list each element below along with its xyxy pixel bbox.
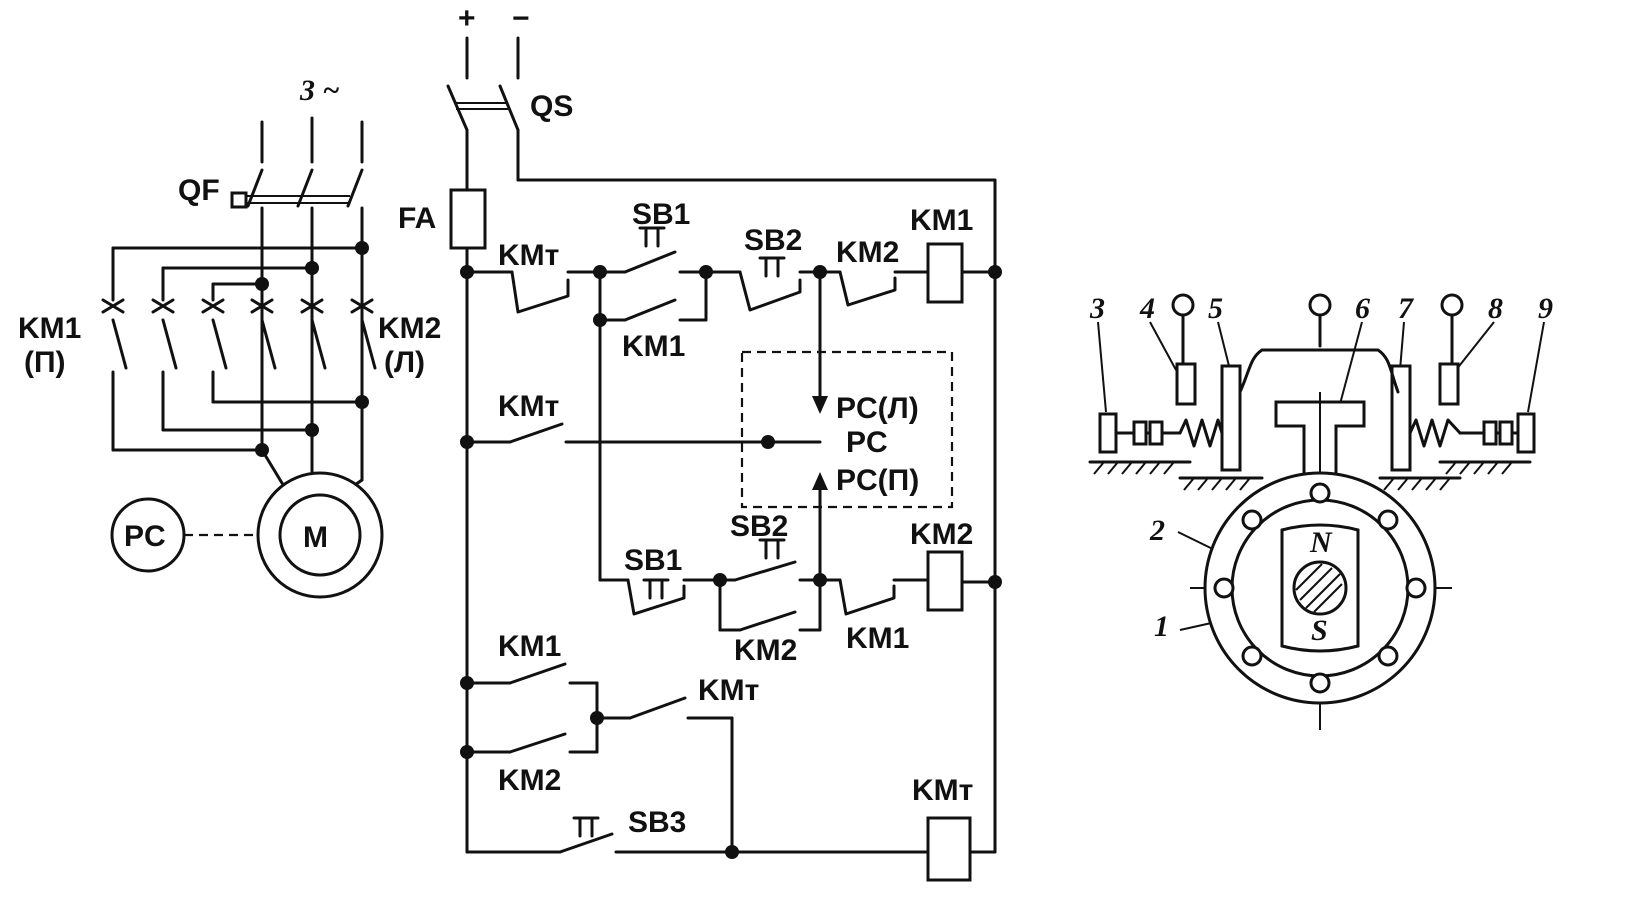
- contactor-km2-contacts: [250, 298, 377, 370]
- km2-nc-contact: KM2: [836, 236, 899, 307]
- sb3-button: SB3: [558, 806, 686, 854]
- part-label-6: 6: [1355, 292, 1370, 325]
- sb1-top-label: SB1: [632, 198, 690, 231]
- speed-relay: PC: [110, 497, 186, 573]
- pc-p-label: PC(П): [836, 464, 919, 497]
- pole-n-label: N: [1309, 526, 1333, 559]
- sb1-bottom-button: SB1: [624, 544, 686, 616]
- fuse-fa: FA: [398, 188, 487, 250]
- pc-label: PC: [846, 426, 888, 459]
- kmt-nc-contact: KMт: [498, 239, 570, 314]
- kmt-label-3: KMт: [698, 674, 759, 707]
- plus-label: +: [458, 2, 476, 35]
- motor-label: M: [303, 521, 328, 554]
- coil-kmt: KMт: [912, 774, 973, 882]
- part-label-7: 7: [1398, 292, 1414, 325]
- kmt-label-1: KMт: [498, 239, 559, 272]
- part-label-2: 2: [1149, 514, 1165, 547]
- pc-relay-box: [740, 350, 954, 509]
- km2-low-label: KM2: [498, 764, 561, 797]
- part-label-4: 4: [1139, 292, 1155, 325]
- km1-bottom-label: KM1: [846, 622, 909, 655]
- power-circuit: 3 ~ QF: [18, 74, 441, 599]
- part-label-8: 8: [1488, 292, 1503, 325]
- km2-hold-label: KM2: [734, 634, 797, 667]
- coil-km2: KM2: [910, 518, 973, 612]
- pole-s-label: S: [1311, 614, 1328, 647]
- qs-label: QS: [530, 90, 573, 123]
- switch-qs: QS: [446, 84, 573, 132]
- motor: M: [256, 471, 384, 599]
- km1-power-dir: (П): [24, 346, 66, 379]
- part-label-9: 9: [1538, 292, 1553, 325]
- sb2-bottom-button: SB2: [730, 510, 797, 582]
- sb1-bottom-label: SB1: [624, 544, 682, 577]
- km1-nc-contact-bottom: KM1: [838, 578, 909, 655]
- sb2-bottom-label: SB2: [730, 510, 788, 543]
- part-label-5: 5: [1208, 292, 1223, 325]
- control-circuit: + − QS FA KMт: [398, 2, 1002, 882]
- sb2-top-label: SB2: [744, 224, 802, 257]
- km1-low-label: KM1: [498, 630, 561, 663]
- part-label-3: 3: [1089, 292, 1105, 325]
- coil-km1-label: KM1: [910, 204, 973, 237]
- sb2-top-button: SB2: [738, 224, 802, 312]
- supply-label: 3 ~: [299, 74, 340, 107]
- km2-top-label: KM2: [836, 236, 899, 269]
- sb1-top-button: SB1: [608, 198, 690, 274]
- sb3-label: SB3: [628, 806, 686, 839]
- kmt-label-2: KMт: [498, 390, 559, 423]
- km1-power-label: KM1: [18, 312, 81, 345]
- speed-relay-label: PC: [124, 520, 166, 553]
- coil-kmt-label: KMт: [912, 774, 973, 807]
- coil-km1: KM1: [910, 204, 973, 304]
- part-label-1: 1: [1154, 610, 1169, 643]
- breaker-qf: QF: [178, 168, 364, 209]
- contactor-km1-contacts: [101, 298, 228, 370]
- km2-power-label: KM2: [378, 312, 441, 345]
- fa-label: FA: [398, 202, 436, 235]
- pc-l-label: PC(Л): [836, 392, 919, 425]
- coil-km2-label: KM2: [910, 518, 973, 551]
- km1-hold-label: KM1: [622, 330, 685, 363]
- breaker-label: QF: [178, 174, 220, 207]
- km2-power-dir: (Л): [384, 346, 425, 379]
- speed-relay-drawing: 3 4 5 6 7 8 9 2 1: [1088, 292, 1553, 730]
- minus-label: −: [512, 2, 530, 35]
